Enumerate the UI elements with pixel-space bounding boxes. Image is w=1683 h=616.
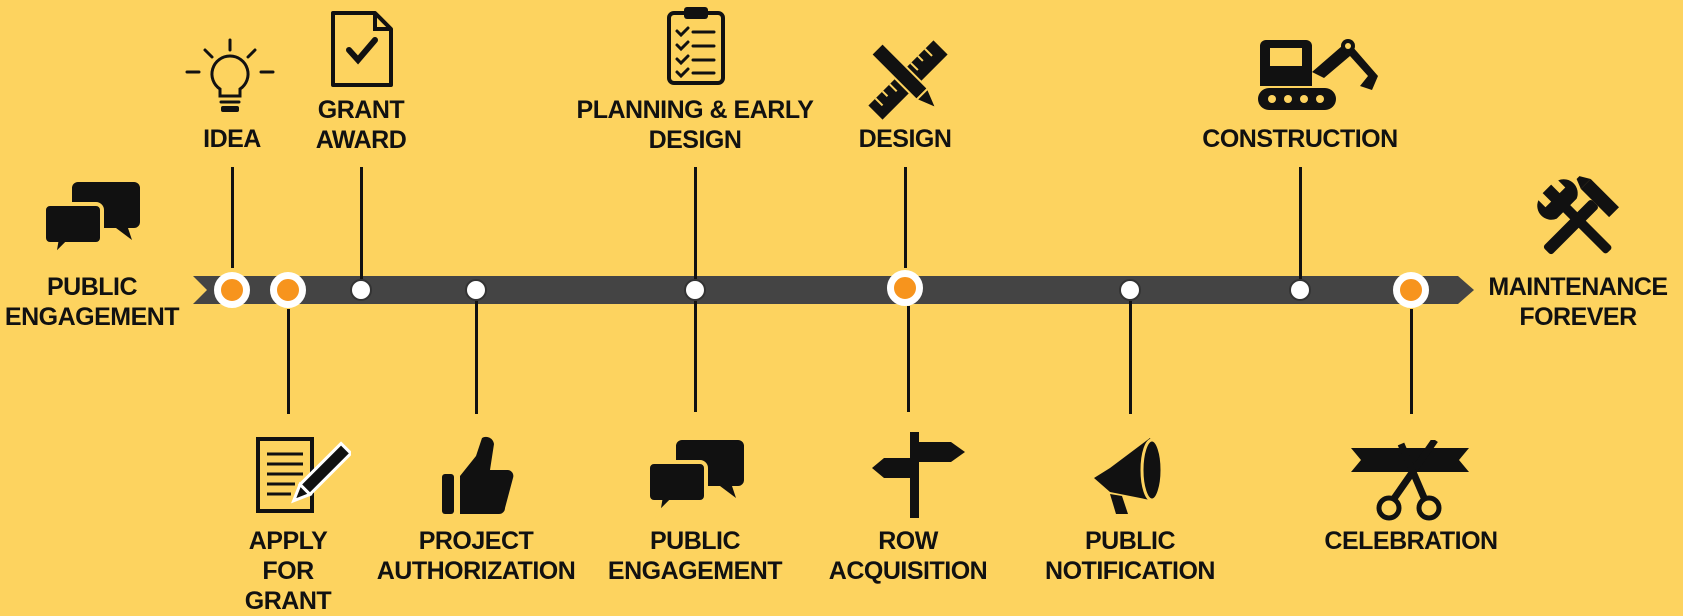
stem-design	[904, 167, 907, 268]
ribbon-scissors-icon	[1349, 440, 1471, 524]
milestone-label-planning-early-design: PLANNING & EARLY DESIGN	[576, 96, 814, 154]
milestone-dot-grant-award	[350, 279, 372, 301]
speech-bubbles-icon	[44, 178, 140, 260]
milestone-dot-apply-for-grant	[270, 272, 306, 308]
milestone-label-idea: IDEA	[203, 125, 261, 153]
excavator-icon	[1256, 32, 1386, 114]
milestone-label-public-notification: PUBLIC NOTIFICATION	[1045, 527, 1215, 585]
milestone-label-project-authorization: PROJECT AUTHORIZATION	[376, 527, 576, 585]
milestone-dot-celebration	[1393, 272, 1429, 308]
ruler-pencil-icon	[868, 40, 948, 120]
milestone-dot-public-notification	[1119, 279, 1141, 301]
megaphone-icon	[1090, 436, 1174, 518]
milestone-label-construction: CONSTRUCTION	[1202, 125, 1398, 153]
hammer-wrench-icon	[1528, 174, 1628, 266]
milestone-label-grant-award: GRANT AWARD	[315, 96, 407, 154]
milestone-label-celebration: CELEBRATION	[1324, 527, 1498, 555]
stem-public-notification	[1129, 301, 1132, 414]
timeline-arrow-head	[1458, 276, 1474, 304]
timeline-bar	[193, 276, 1458, 304]
clipboard-checklist-icon	[666, 5, 726, 85]
document-pen-icon	[255, 436, 351, 514]
milestone-dot-idea	[214, 272, 250, 308]
timeline-bar-tail	[193, 276, 207, 304]
milestone-label-row-acquisition: ROW ACQUISITION	[828, 527, 988, 585]
stem-apply-for-grant	[287, 309, 290, 414]
speech-bubbles-icon	[648, 436, 744, 518]
stem-row-acquisition	[907, 306, 910, 412]
endpoint-start-label: PUBLIC ENGAGEMENT	[4, 273, 180, 331]
milestone-label-public-engagement: PUBLIC ENGAGEMENT	[607, 527, 783, 585]
stem-celebration	[1410, 309, 1413, 414]
stem-idea	[231, 167, 234, 268]
endpoint-end-label: MAINTENANCE FOREVER	[1488, 273, 1668, 331]
lightbulb-icon	[185, 38, 275, 120]
signpost-icon	[870, 432, 966, 518]
stem-public-engagement	[694, 301, 697, 412]
milestone-dot-planning-early-design	[684, 279, 706, 301]
milestone-label-apply-for-grant: APPLY FOR GRANT	[244, 527, 332, 615]
stem-grant-award	[360, 167, 363, 279]
milestone-label-design: DESIGN	[858, 125, 952, 153]
document-check-icon	[329, 10, 395, 88]
stem-construction	[1299, 167, 1302, 279]
milestone-dot-construction	[1289, 279, 1311, 301]
milestone-dot-project-authorization	[465, 279, 487, 301]
stem-planning-early-design	[694, 167, 697, 279]
thumbs-up-icon	[440, 436, 514, 518]
stem-project-authorization	[475, 301, 478, 414]
milestone-dot-design	[887, 270, 923, 306]
